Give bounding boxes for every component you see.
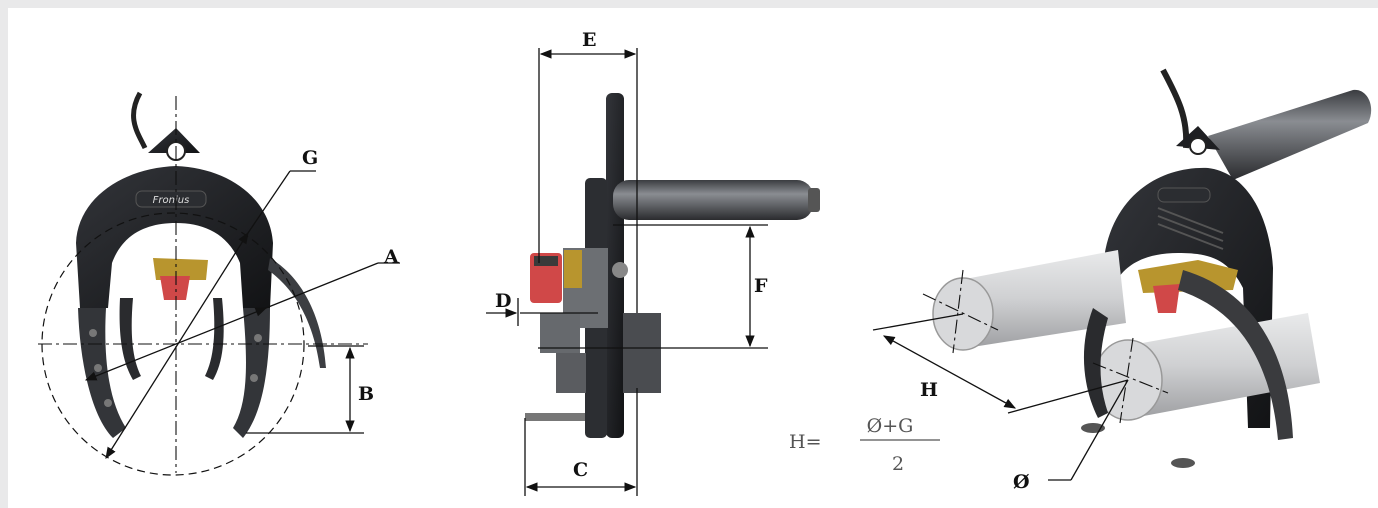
formula: H= Ø+G 2 [789, 415, 940, 475]
label-a: A [383, 246, 399, 268]
diagram-canvas: Fronius G A B [8, 8, 1378, 508]
formula-denominator: 2 [892, 453, 904, 475]
back-pipe [960, 250, 1126, 348]
brand-logo: Fronius [153, 195, 190, 206]
perspective-torch [1153, 284, 1180, 313]
label-h: H [920, 379, 938, 401]
label-c: C [573, 459, 588, 481]
label-f: F [754, 275, 768, 297]
technical-drawing: Fronius G A B [38, 29, 1372, 496]
lifting-eye [148, 128, 200, 153]
label-g: G [302, 147, 318, 169]
label-diameter: Ø [1013, 471, 1030, 493]
torch-head [160, 276, 190, 300]
formula-lhs: H= [789, 431, 822, 453]
perspective-body [1103, 167, 1273, 428]
label-d: D [495, 290, 511, 312]
formula-numerator: Ø+G [867, 415, 914, 437]
diameter-circle [41, 212, 305, 476]
cable [131, 91, 148, 150]
label-e: E [582, 29, 596, 51]
front-view: Fronius [38, 91, 400, 476]
perspective-view [872, 68, 1372, 481]
handle-rod [613, 180, 813, 220]
clamp-body [76, 166, 273, 308]
side-view [486, 48, 820, 496]
perspective-handle [1208, 89, 1372, 180]
label-b: B [358, 383, 374, 405]
